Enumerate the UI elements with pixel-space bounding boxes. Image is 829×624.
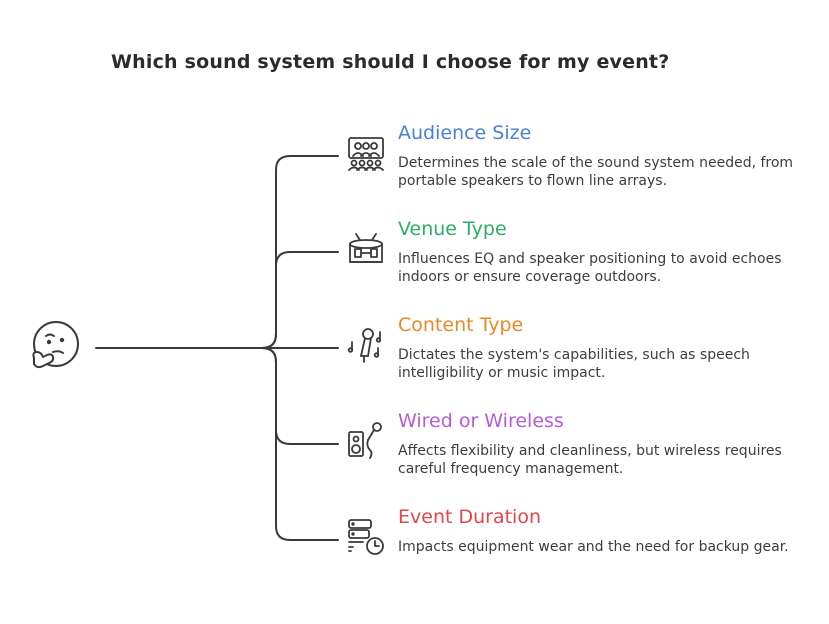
thinking-face-icon: [32, 321, 79, 369]
factor-content-type: Content Type Dictates the system's capab…: [346, 314, 816, 394]
venue-icon: [349, 233, 383, 263]
factor-heading: Content Type: [398, 314, 524, 336]
speaker-microphone-icon: [348, 422, 382, 459]
factor-heading: Wired or Wireless: [398, 410, 564, 432]
microphone-music-icon: [347, 328, 382, 363]
factor-audience-size: Audience Size Determines the scale of th…: [346, 122, 816, 202]
factor-description: Dictates the system's capabilities, such…: [398, 347, 750, 381]
audience-icon: [348, 137, 384, 171]
branch-event-duration: [261, 347, 339, 541]
page-title: Which sound system should I choose for m…: [111, 51, 670, 73]
server-clock-icon: [348, 519, 384, 555]
factor-wired-or-wireless: Wired or Wireless Affects flexibility an…: [346, 410, 816, 490]
factor-heading: Event Duration: [398, 506, 541, 528]
factor-description: Determines the scale of the sound system…: [398, 155, 794, 189]
factor-description: Affects flexibility and cleanliness, but…: [398, 443, 782, 477]
factor-description: Impacts equipment wear and the need for …: [398, 539, 789, 555]
branch-wired-wireless: [261, 347, 339, 445]
factor-venue-type: Venue Type Influences EQ and speaker pos…: [346, 218, 816, 298]
factor-event-duration: Event Duration Impacts equipment wear an…: [346, 506, 816, 586]
factor-heading: Venue Type: [398, 218, 507, 240]
factor-description: Influences EQ and speaker positioning to…: [398, 251, 782, 285]
factor-heading: Audience Size: [398, 122, 532, 144]
branch-venue-type: [261, 251, 339, 349]
